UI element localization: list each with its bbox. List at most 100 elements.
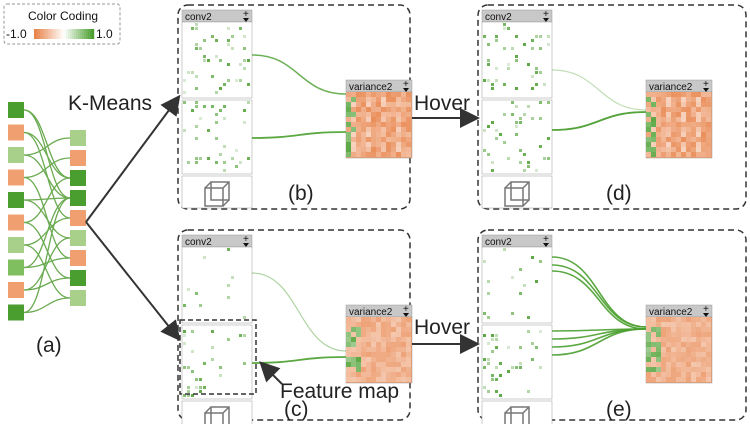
layer-name-source: conv2	[485, 12, 512, 23]
activation-cell	[515, 121, 518, 124]
neuron-node[interactable]	[8, 147, 24, 163]
expand-button[interactable]: +	[703, 79, 709, 90]
neuron-node[interactable]	[8, 282, 24, 298]
legend-swatch	[74, 29, 77, 39]
cluster-node[interactable]	[70, 210, 86, 226]
cube-stack-icon	[504, 181, 530, 207]
heatmap-cell	[386, 372, 391, 377]
heatmap-cell	[351, 372, 356, 377]
activation-cell	[243, 121, 246, 124]
activation-cell	[239, 63, 242, 66]
heatmap-cell	[681, 377, 686, 382]
legend-swatch	[38, 29, 41, 39]
heatmap-cell	[676, 337, 681, 342]
heatmap-cell	[346, 322, 351, 327]
heatmap-cell	[351, 337, 356, 342]
expand-button[interactable]: +	[543, 234, 549, 245]
heatmap-cell	[691, 132, 696, 137]
expand-button[interactable]: +	[543, 9, 549, 20]
feature-map-cell[interactable]	[481, 324, 553, 400]
activation-cell	[535, 35, 538, 38]
activation-cell	[191, 27, 194, 30]
heatmap-cell	[356, 352, 361, 357]
activation-cell	[539, 330, 542, 333]
activation-cell	[195, 157, 198, 160]
activation-cell	[535, 346, 538, 349]
neuron-node[interactable]	[8, 304, 24, 321]
heatmap-cell	[646, 112, 651, 117]
neuron-node[interactable]	[8, 192, 24, 208]
heatmap-cell	[656, 362, 661, 367]
cluster-node[interactable]	[70, 130, 86, 146]
activation-cell	[187, 394, 190, 397]
cluster-link	[23, 177, 71, 224]
heatmap-cell	[376, 147, 381, 152]
expand-button[interactable]: +	[243, 234, 249, 245]
heatmap-cell	[681, 97, 686, 102]
heatmap-cell	[671, 362, 676, 367]
legend-swatch	[68, 29, 71, 39]
chevron-down-icon[interactable]	[543, 18, 549, 22]
activation-cell	[247, 101, 250, 104]
cluster-node[interactable]	[70, 170, 86, 186]
feature-map-cell[interactable]	[181, 246, 253, 324]
neuron-node[interactable]	[8, 259, 24, 276]
layer-name-target: variance2	[349, 307, 393, 318]
cluster-link	[23, 197, 71, 269]
cluster-node[interactable]	[70, 250, 86, 266]
heatmap-cell	[676, 142, 681, 147]
feature-map-cell[interactable]	[181, 21, 253, 99]
heatmap-cell	[356, 147, 361, 152]
activation-cell	[527, 390, 530, 393]
cluster-node[interactable]	[70, 190, 86, 206]
neuron-node[interactable]	[8, 169, 24, 186]
heatmap-cell	[696, 367, 701, 372]
heatmap-cell	[676, 322, 681, 327]
neuron-node[interactable]	[8, 214, 24, 231]
chevron-down-icon[interactable]	[703, 88, 709, 92]
heatmap-cell	[366, 142, 371, 147]
heatmap-cell	[376, 107, 381, 112]
heatmap-cell	[701, 372, 706, 377]
heatmap-cell	[676, 152, 681, 157]
chevron-down-icon[interactable]	[543, 243, 549, 247]
heatmap-cell	[371, 112, 376, 117]
cluster-node[interactable]	[70, 290, 86, 306]
chevron-down-icon[interactable]	[243, 18, 249, 22]
heatmap-cell	[376, 132, 381, 137]
heatmap-cell	[656, 347, 661, 352]
heatmap-cell	[391, 152, 396, 157]
heatmap-cell	[696, 147, 701, 152]
expand-button[interactable]: +	[703, 304, 709, 315]
activation-cell	[515, 59, 518, 62]
heatmap-cell	[671, 317, 676, 322]
expand-button[interactable]: +	[403, 79, 409, 90]
neuron-node[interactable]	[8, 102, 24, 118]
cluster-node[interactable]	[70, 270, 86, 286]
feature-map-cell[interactable]	[481, 246, 553, 324]
neuron-node[interactable]	[8, 124, 24, 141]
cluster-node[interactable]	[70, 150, 86, 166]
heatmap-cell	[371, 342, 376, 347]
chevron-down-icon[interactable]	[703, 313, 709, 317]
feature-map-cell[interactable]	[181, 324, 253, 400]
expand-button[interactable]: +	[403, 304, 409, 315]
neuron-node[interactable]	[8, 237, 24, 253]
heatmap-cell	[346, 342, 351, 347]
connection-link	[551, 270, 647, 330]
heatmap-cell	[381, 152, 386, 157]
chevron-down-icon[interactable]	[403, 88, 409, 92]
heatmap-cell	[661, 337, 666, 342]
activation-cell	[503, 248, 506, 251]
activation-cell	[187, 71, 190, 74]
chevron-down-icon[interactable]	[243, 243, 249, 247]
legend-swatch	[90, 29, 93, 39]
cluster-node[interactable]	[70, 230, 86, 246]
heatmap-cell	[351, 327, 356, 332]
layer-name-source: conv2	[185, 12, 212, 23]
heatmap-cell	[346, 137, 351, 142]
expand-button[interactable]: +	[243, 9, 249, 20]
heatmap-cell	[651, 317, 656, 322]
chevron-down-icon[interactable]	[403, 313, 409, 317]
heatmap-cell	[406, 362, 411, 367]
